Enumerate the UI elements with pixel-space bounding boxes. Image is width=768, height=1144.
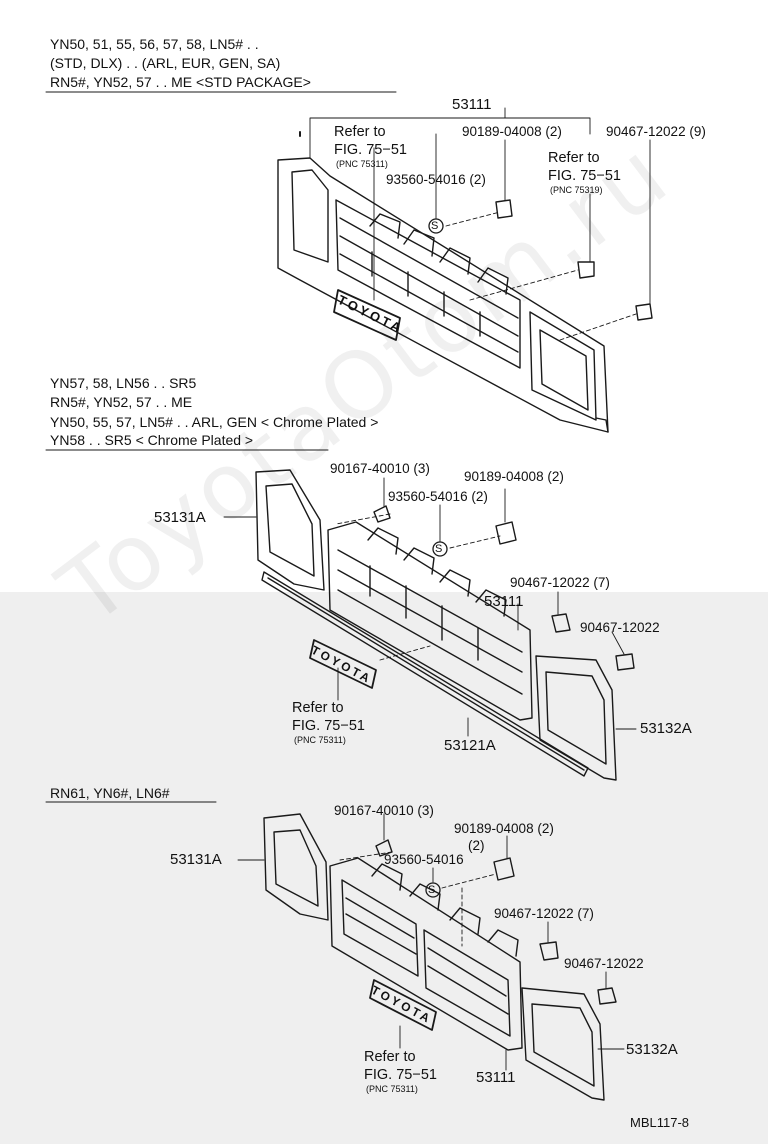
drawing-code: MBL117-8 [630,1115,690,1130]
part-number-53111-3: 53111 [476,1069,516,1086]
headlamp-door-53131A-6 [263,813,329,921]
leaders-section1 [299,107,651,341]
part-number-screw: 93560-54016 (2) [386,172,486,187]
part-number-53132A-3: 53132A [626,1041,678,1058]
screw-symbol-label-3: S [428,884,436,896]
applicability-line-2: (STD, DLX) . . (ARL, EUR, GEN, SA) [50,55,281,71]
headlamp-door-53132A [535,655,617,781]
headlamp-door-53131A [255,469,325,591]
part-number-clip-7: 90467-12022 (7) [510,575,610,590]
applicability-line-4: YN57, 58, LN56 . . SR5 [50,375,197,391]
refer-to-label-b: Refer to [548,150,600,166]
applicability-line-5: RN5#, YN52, 57 . . ME [50,394,193,410]
part-number-53132A: 53132A [640,720,692,737]
screw-symbol-label: S [431,220,439,232]
headlamp-door-53132A-6 [521,987,605,1101]
part-number-clip-1-3: 90467-12022 [564,956,644,971]
part-number-53121A: 53121A [444,737,496,754]
molding-53121A [261,571,589,777]
clip-bracket-1 [577,261,595,279]
leaders-section3 [237,813,625,1071]
applicability-line-3: RN5#, YN52, 57 . . ME <STD PACKAGE> [50,74,311,90]
part-number-53131A-3: 53131A [170,851,222,868]
emblem-toyota-2 [309,639,377,689]
part-number-53131A: 53131A [154,509,206,526]
part-number-53111-2: 53111 [484,593,524,610]
emblem-toyota-3 [369,979,437,1031]
screw-symbol-3 [425,882,441,898]
clip-bracket-2 [551,613,571,633]
refer-fig-label-2: FIG. 75−51 [292,718,365,734]
part-number-screw-2: 93560-54016 (2) [388,489,488,504]
refer-pnc-label-2: (PNC 75311) [294,735,346,745]
part-number-clip-7-3: 90467-12022 (7) [494,906,594,921]
refer-to-label: Refer to [334,124,386,140]
refer-to-label-3: Refer to [364,1049,416,1065]
applicability-line-1: YN50, 51, 55, 56, 57, 58, LN5# . . [50,36,259,52]
clip-small-3 [597,987,617,1005]
part-number-clip-9: 90467-12022 (9) [606,124,706,139]
lower-shaded-area [0,592,768,1144]
applicability-line-8: RN61, YN6#, LN6# [50,785,170,801]
refer-fig-label: FIG. 75−51 [334,142,407,158]
part-number-53111: 53111 [452,96,492,113]
refer-pnc-label-3: (PNC 75311) [366,1084,418,1094]
emblem-toyota-std [333,289,401,341]
bolt-2 [373,505,391,523]
part-number-clip-3: 90189-04008 (2) [454,821,554,836]
part-number-clip-2: 90189-04008 (2) [464,469,564,484]
grille-53111-6 [329,857,523,1051]
clip-3 [493,857,515,881]
clip-bracket-3 [539,941,559,961]
part-number-clip-1: 90467-12022 [580,620,660,635]
part-number-clip: 90189-04008 (2) [462,124,562,139]
leaders-section2 [223,477,637,737]
grille-53111-chrome [327,521,533,721]
part-number-bolt-3: 90167-40010 (3) [334,803,434,818]
part-number-bolt: 90167-40010 (3) [330,461,430,476]
refer-to-label-2: Refer to [292,700,344,716]
screw-qty-3: (2) [468,838,485,853]
applicability-line-7: YN58 . . SR5 < Chrome Plated > [50,432,254,448]
refer-pnc-label: (PNC 75311) [336,159,388,169]
clip-small-2 [615,653,635,671]
refer-fig-label-3: FIG. 75−51 [364,1067,437,1083]
clip-1 [495,199,513,219]
part-number-screw-3: 93560-54016 [384,852,464,867]
screw-symbol-label-2: S [435,543,443,555]
refer-pnc-label-b: (PNC 75319) [550,185,603,195]
applicability-line-6: YN50, 55, 57, LN5# . . ARL, GEN < Chrome… [50,414,379,430]
refer-fig-label-b: FIG. 75−51 [548,168,621,184]
clip-2 [495,521,517,545]
clip-small-1 [635,303,653,321]
grille-53111-std [277,157,609,433]
